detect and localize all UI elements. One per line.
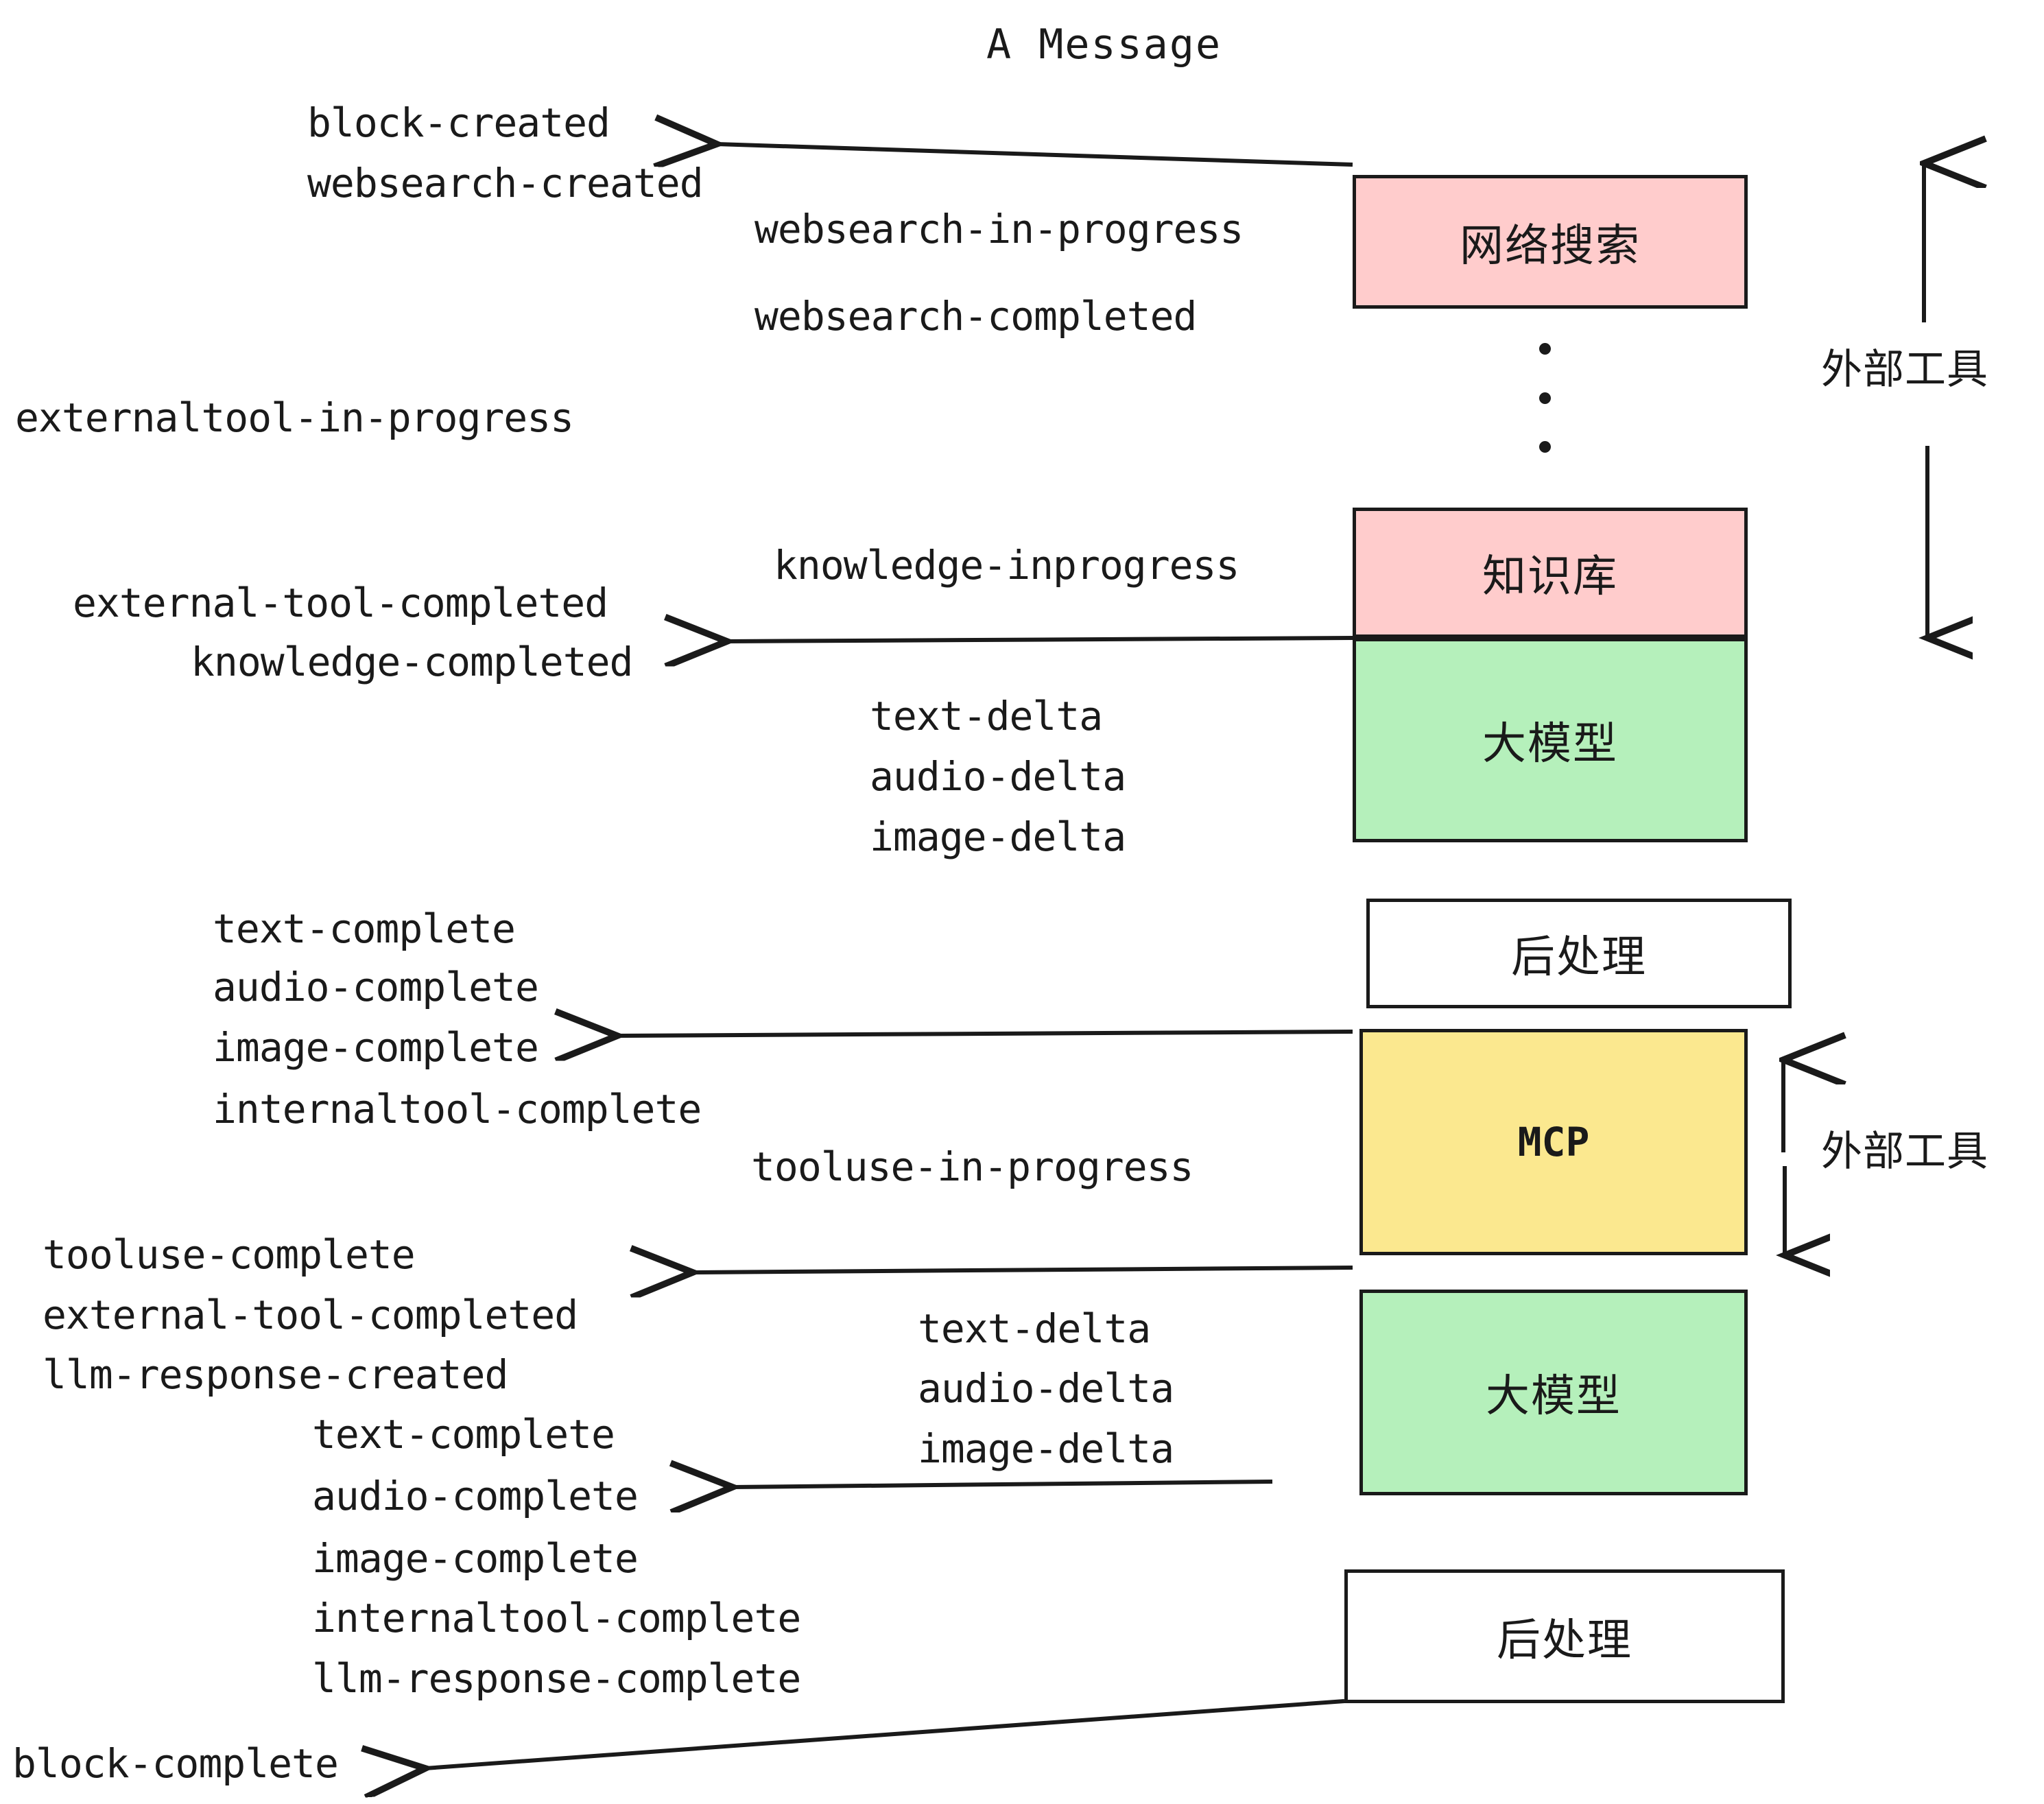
arrow-llmtop-to-image-complete [617, 1032, 1353, 1036]
event-text-delta-2: text-delta [918, 1305, 1151, 1352]
event-llm-response-complete: llm-response-complete [312, 1655, 801, 1702]
event-internaltool-complete-1: internaltool-complete [213, 1086, 702, 1132]
event-image-delta-2: image-delta [918, 1425, 1174, 1472]
node-llm-bottom-label: 大模型 [1486, 1371, 1621, 1422]
event-block-complete: block-complete [12, 1740, 339, 1787]
node-llm-top-label: 大模型 [1482, 719, 1618, 770]
arrow-postprocess-to-block-complete [425, 1699, 1345, 1768]
node-postprocess-bottom[interactable]: 后处理 [1344, 1569, 1785, 1703]
node-knowledge-label: 知识库 [1482, 551, 1618, 602]
node-mcp[interactable]: MCP [1359, 1029, 1748, 1255]
event-audio-delta-2: audio-delta [918, 1365, 1174, 1412]
external-tool-range-bottom [1783, 1060, 1785, 1255]
event-image-complete-2: image-complete [312, 1535, 639, 1582]
event-llm-response-created: llm-response-created [43, 1351, 508, 1398]
dot-2 [1538, 392, 1551, 404]
node-websearch[interactable]: 网络搜索 [1353, 175, 1748, 309]
node-postprocess-bottom-label: 后处理 [1497, 1615, 1632, 1666]
ellipsis-vertical [1538, 343, 1552, 453]
node-mcp-label: MCP [1517, 1119, 1590, 1165]
event-externaltool-in-progress: externaltool-in-progress [15, 394, 574, 441]
event-external-tool-completed-1: external-tool-completed [73, 580, 608, 626]
event-block-created: block-created [307, 99, 610, 146]
event-image-complete-1: image-complete [213, 1024, 539, 1071]
event-tooluse-in-progress: tooluse-in-progress [751, 1143, 1193, 1190]
event-audio-complete-1: audio-complete [213, 964, 539, 1010]
node-websearch-label: 网络搜索 [1460, 220, 1641, 272]
arrow-knowledge-to-knowledge-completed [727, 638, 1353, 641]
group-label-external-tool-top: 外部工具 [1821, 346, 1988, 394]
event-audio-complete-2: audio-complete [312, 1473, 639, 1519]
dot-1 [1538, 343, 1551, 355]
page-title: A Message [986, 21, 1222, 69]
event-audio-delta-1: audio-delta [870, 753, 1126, 800]
event-knowledge-inprogress: knowledge-inprogress [774, 542, 1239, 589]
event-image-delta-1: image-delta [870, 814, 1126, 860]
event-knowledge-completed: knowledge-completed [191, 639, 633, 685]
event-websearch-completed: websearch-completed [754, 293, 1197, 340]
group-label-external-tool-bottom: 外部工具 [1821, 1128, 1988, 1176]
event-text-complete-1: text-complete [213, 905, 516, 952]
event-text-delta-1: text-delta [870, 693, 1103, 739]
external-tool-range-top [1924, 163, 1927, 638]
arrow-websearch-to-block-created [717, 144, 1353, 165]
event-internaltool-complete-2: internaltool-complete [312, 1595, 801, 1641]
event-websearch-in-progress: websearch-in-progress [754, 206, 1244, 252]
event-tooluse-complete: tooluse-complete [43, 1231, 416, 1278]
node-postprocess-top[interactable]: 后处理 [1366, 899, 1792, 1008]
node-llm-top[interactable]: 大模型 [1353, 638, 1748, 842]
node-llm-bottom[interactable]: 大模型 [1359, 1290, 1748, 1495]
arrow-llmbottom-to-audio-complete [733, 1482, 1273, 1487]
event-text-complete-2: text-complete [312, 1411, 615, 1458]
dot-3 [1538, 441, 1551, 453]
event-websearch-created: websearch-created [307, 160, 704, 206]
node-postprocess-top-label: 后处理 [1511, 932, 1647, 983]
arrow-mcp-to-tooluse-complete [693, 1268, 1353, 1272]
node-knowledge[interactable]: 知识库 [1353, 508, 1748, 638]
event-external-tool-completed-2: external-tool-completed [43, 1292, 578, 1338]
